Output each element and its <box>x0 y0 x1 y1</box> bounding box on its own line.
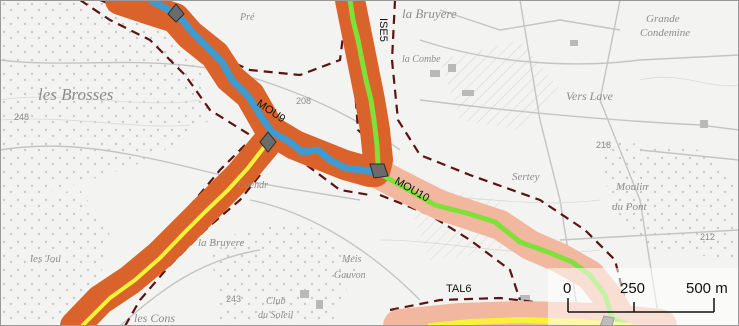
route-mou9[interactable] <box>148 0 376 176</box>
place-pre: Pré <box>239 12 255 23</box>
scale-label-250: 250 <box>620 280 645 297</box>
place-sertey: Sertey <box>512 171 540 183</box>
spot-height-212: 212 <box>700 232 715 242</box>
buildings <box>300 40 708 309</box>
place-la-bruyere-top: la Bruyere <box>402 6 457 21</box>
scale-bar: 0 250 500 m <box>548 268 739 326</box>
spot-height-248: 248 <box>14 112 29 122</box>
spot-height-243: 243 <box>226 294 241 304</box>
scale-label-0: 0 <box>563 280 571 297</box>
route-label-tal6: TAL6 <box>446 283 471 295</box>
place-gauvon: Gauvon <box>334 270 366 281</box>
place-la-combe: la Combe <box>402 54 441 65</box>
node-marker-mou9 <box>259 131 277 153</box>
place-les-brosses: les Brosses <box>38 85 114 104</box>
scale-label-500: 500 m <box>686 280 728 297</box>
place-les-jou: les Jou <box>30 253 61 265</box>
place-names: les Brosses la Bruyere Grande Condemine … <box>30 6 690 325</box>
node-marker-top <box>167 3 185 23</box>
route-ise5[interactable] <box>347 0 381 173</box>
place-du-pont: du Pont <box>612 201 647 213</box>
place-vers-lave: Vers Lave <box>566 89 614 103</box>
spot-height-218: 218 <box>596 140 611 150</box>
place-moulin: Moulin <box>615 181 648 193</box>
spot-heights: 248 208 218 243 212 <box>14 96 715 304</box>
place-grande: Grande <box>646 13 680 25</box>
place-du-soleil: du Soleil <box>258 310 293 321</box>
route-yellow[interactable] <box>80 140 270 326</box>
node-marker-junction <box>369 163 389 179</box>
place-meis: Meis <box>341 254 362 265</box>
place-condemine: Condemine <box>640 27 690 39</box>
place-les-cons: les Cons <box>134 311 175 325</box>
place-la-bruyere-mid: la Bruyere <box>198 237 244 249</box>
route-label-ise5: ISE5 <box>377 18 389 42</box>
spot-height-208: 208 <box>296 96 311 106</box>
place-caendr: Caendr <box>238 180 268 191</box>
place-club: Club <box>266 296 285 307</box>
